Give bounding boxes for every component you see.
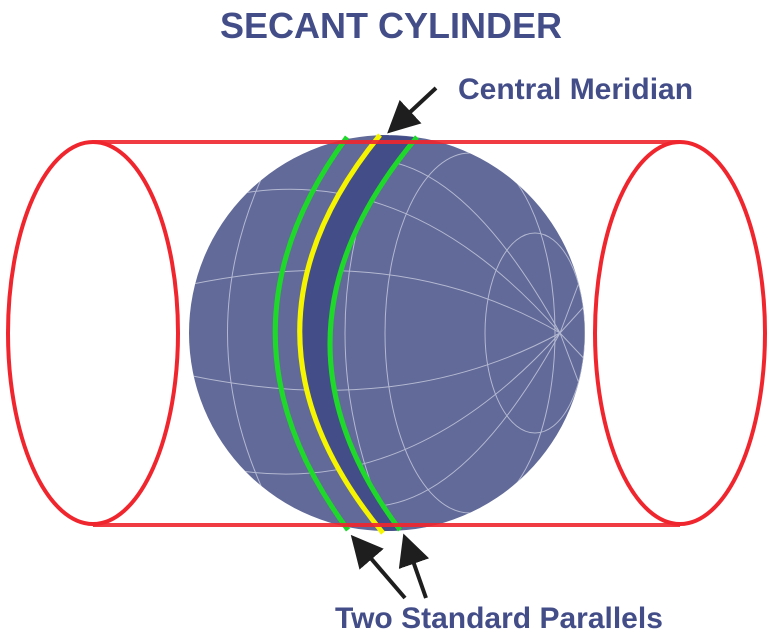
central-meridian-line (297, 133, 385, 535)
diagram-title: SECANT CYLINDER (220, 5, 562, 46)
standard-parallel-left (272, 135, 351, 532)
parallel-arrow-left (350, 534, 407, 600)
standard-parallel-right (327, 135, 419, 532)
central-meridian-arrow (387, 86, 438, 134)
cylinder-left-end (6, 140, 180, 526)
projection-band (299, 135, 417, 531)
parallel-arrow-right (398, 533, 430, 599)
central-meridian-label: Central Meridian (458, 73, 693, 106)
cylinder-right-end (593, 140, 767, 526)
globe-sphere (189, 135, 585, 531)
standard-parallels-label: Two Standard Parallels (335, 602, 663, 635)
globe (189, 133, 585, 535)
